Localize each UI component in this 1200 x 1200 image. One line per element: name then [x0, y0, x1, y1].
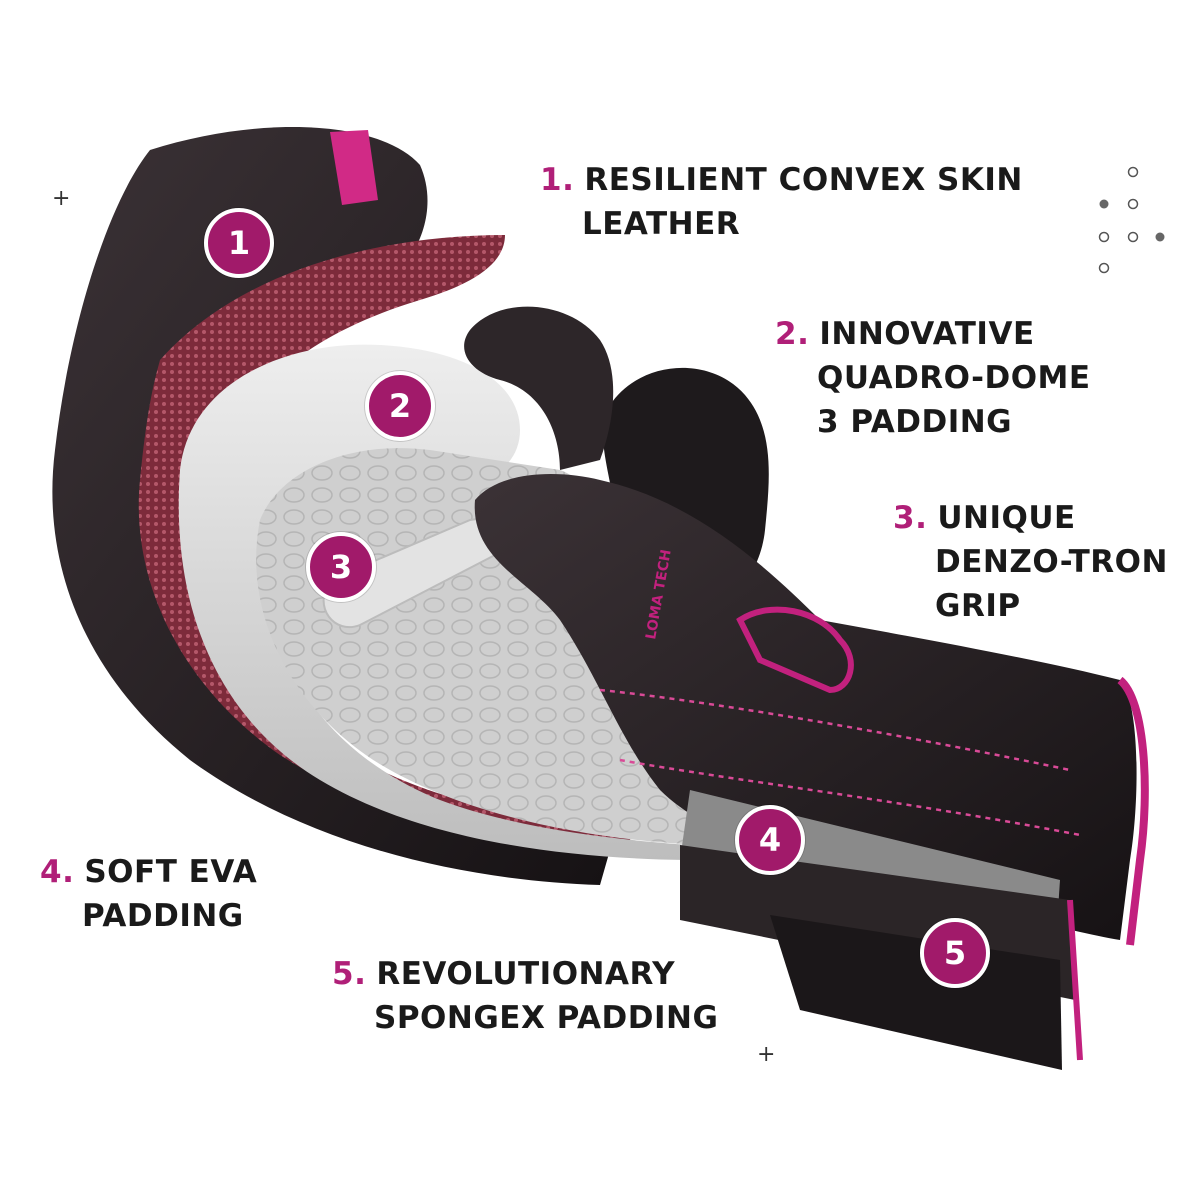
- callout-3-line2: DENZO-TRON: [935, 544, 1168, 580]
- callout-3-number: 3.: [893, 500, 928, 536]
- cuff-pink-trim: [1117, 676, 1149, 946]
- badge-5: 5: [920, 918, 990, 988]
- plus-mark-bottom: +: [757, 1042, 776, 1067]
- callout-4: 4.SOFT EVA PADDING: [40, 850, 257, 938]
- callout-2-line1: INNOVATIVE: [819, 316, 1035, 352]
- callout-2-number: 2.: [775, 316, 810, 352]
- outer-leather-shell: [52, 127, 610, 885]
- callout-3-line3: GRIP: [935, 588, 1021, 624]
- callout-5-line2: SPONGEX PADDING: [374, 1000, 719, 1036]
- badge-3: 3: [306, 532, 376, 602]
- thumb-flap: [464, 306, 614, 470]
- callout-3-line1: UNIQUE: [937, 500, 1076, 536]
- callout-1-number: 1.: [540, 162, 575, 198]
- decorative-dot-grid: [1098, 166, 1165, 274]
- badge-2: 2: [365, 371, 435, 441]
- callout-4-line1: SOFT EVA: [84, 854, 258, 890]
- badge-4: 4: [735, 805, 805, 875]
- callout-1: 1.RESILIENT CONVEX SKIN LEATHER: [540, 158, 1023, 246]
- outer-shell-pink-stripe: [330, 130, 378, 205]
- callout-1-line1: RESILIENT CONVEX SKIN: [584, 162, 1023, 198]
- callout-1-line2: LEATHER: [582, 206, 741, 242]
- callout-5-line1: REVOLUTIONARY: [376, 956, 676, 992]
- cuff-stitching-lower: [619, 758, 1081, 837]
- cuff-pink-loop: [736, 606, 854, 694]
- plus-mark-top-left: +: [52, 186, 71, 211]
- callout-5-number: 5.: [332, 956, 367, 992]
- callout-3: 3.UNIQUE DENZO-TRON GRIP: [893, 496, 1168, 628]
- callout-5: 5.REVOLUTIONARY SPONGEX PADDING: [332, 952, 718, 1040]
- strap-pink-edge: [1067, 899, 1083, 1061]
- callout-4-line2: PADDING: [82, 898, 244, 934]
- callout-2-line2: QUADRO-DOME: [817, 360, 1091, 396]
- callout-2-line3: 3 PADDING: [817, 404, 1013, 440]
- glove-cuff: [474, 474, 1137, 940]
- cuff-stitching: [599, 688, 1071, 772]
- callout-4-number: 4.: [40, 854, 75, 890]
- callout-2: 2.INNOVATIVE QUADRO-DOME 3 PADDING: [775, 312, 1091, 444]
- badge-1: 1: [204, 208, 274, 278]
